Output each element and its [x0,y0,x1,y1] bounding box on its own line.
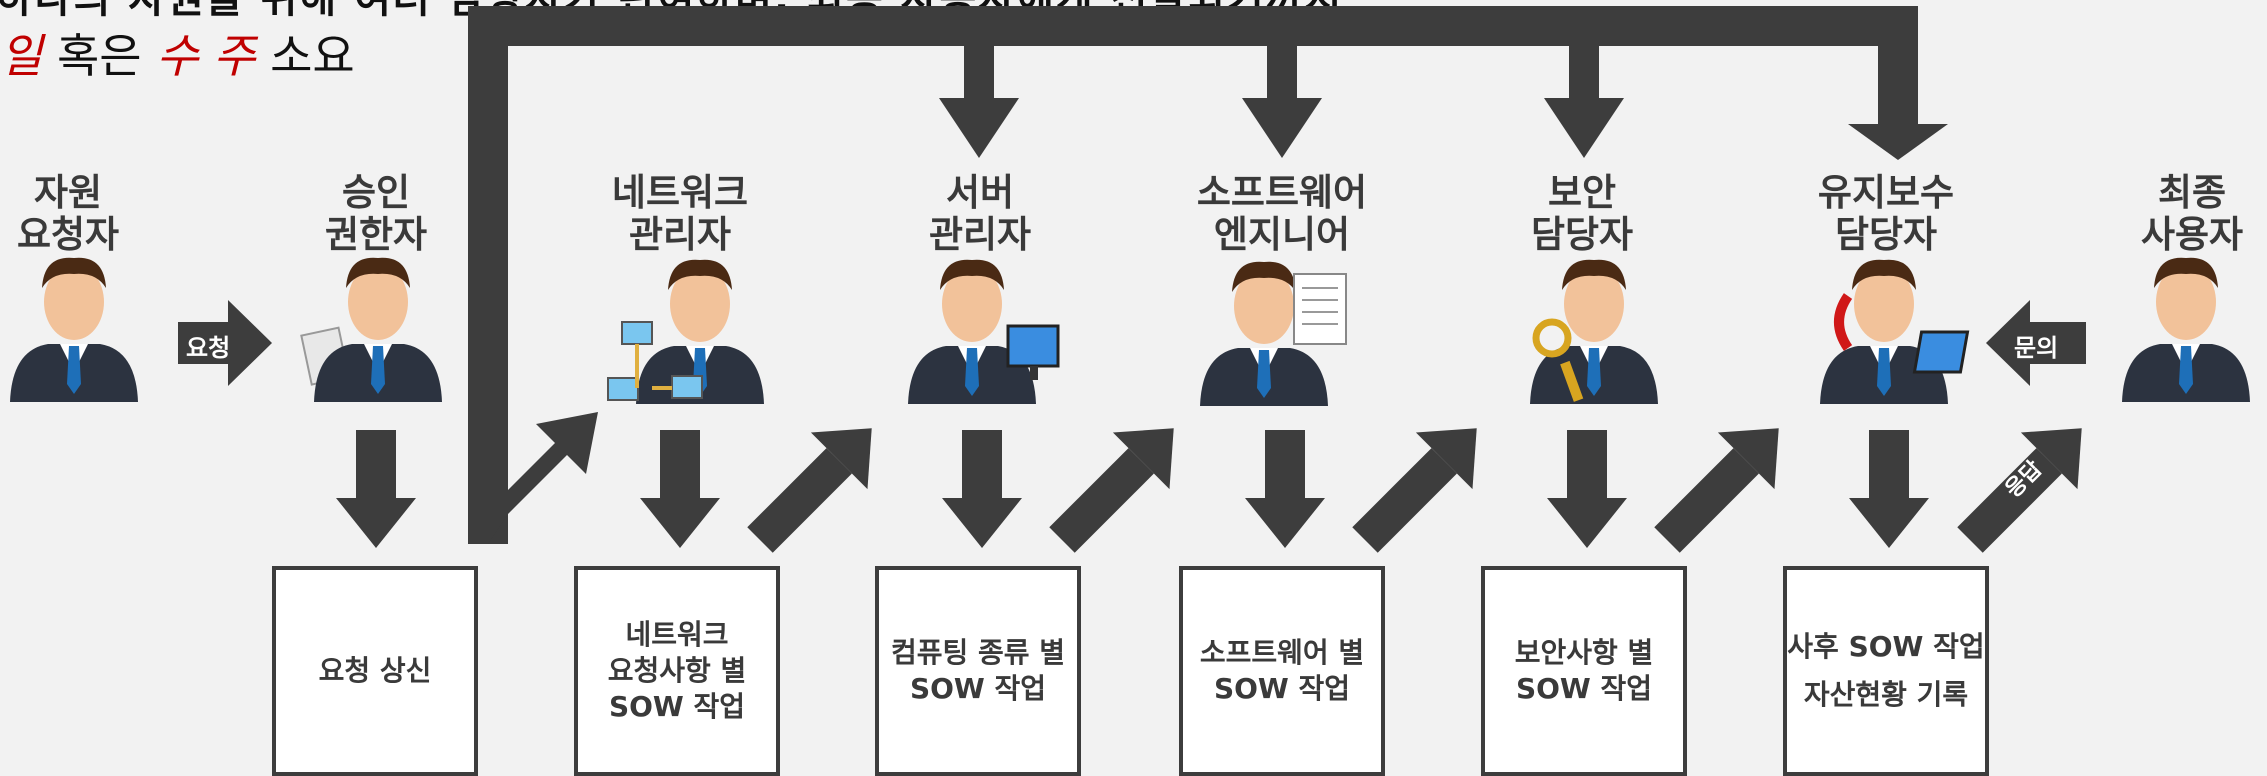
end-user-person-icon [2122,257,2250,402]
maintenance-person-icon [1820,259,1970,404]
role-requester-line1: 자원 [33,171,103,214]
bus-arrow-maintenance [1848,124,1948,160]
diag-arrow-1 [747,428,872,553]
role-end-user-line2: 사용자 [2140,213,2244,256]
down-arrow-maintenance [1849,430,1929,548]
diag-arrow-2 [1049,428,1174,553]
heading-takes-word: 소요 [270,29,355,83]
request-arrow-label: 요청 [186,334,231,362]
role-network-admin-line1: 네트워크 [611,171,749,214]
role-server-admin-line2: 관리자 [928,213,1032,256]
role-server-admin-line1: 서버 [945,171,1015,214]
role-network-admin-line2: 관리자 [628,213,732,256]
down-arrow-software [1245,430,1325,548]
role-requester-line2: 요청자 [16,213,120,256]
down-arrow-security [1547,430,1627,548]
approver-person-icon [300,257,442,402]
feedback-bus-top [468,6,1918,46]
task-box-software-sow-line1: 소프트웨어 별 [1199,636,1365,669]
task-box-network-sow-line2: 요청사항 별 [607,654,747,687]
network-admin-person-icon [607,259,764,404]
role-security-officer-line2: 담당자 [1530,213,1634,256]
request-arrow [178,300,272,386]
role-approver-line1: 승인 [341,171,411,214]
bus-arrow-server [939,46,1019,158]
diag-arrow-3 [1352,428,1477,553]
bus-arrow-software [1242,46,1322,158]
security-officer-person-icon [1530,259,1658,404]
bus-arrow-network [468,412,598,544]
task-box-request-submit: 요청 상신 [272,566,478,776]
software-engineer-person-icon [1200,261,1347,406]
server-admin-person-icon [908,259,1060,404]
task-box-security-sow-line2: SOW 작업 [1515,672,1653,705]
heading-weeks-word: 수 주 [156,29,256,83]
task-box-request-submit-line1: 요청 상신 [318,654,432,687]
task-box-post-sow-line2: 자산현황 기록 [1803,678,1969,711]
task-box-software-sow-line2: SOW 작업 [1213,672,1351,705]
task-box-computing-sow-line1: 컴퓨팅 종류 별 [890,636,1066,669]
bus-arrow-security [1544,46,1624,158]
down-arrow-network [640,430,720,548]
task-box-post-sow-line1: 사후 SOW 작업 [1787,630,1985,663]
task-box-network-sow-line3: SOW 작업 [608,690,746,723]
role-maintenance-line2: 담당자 [1834,213,1938,256]
diag-arrow-4 [1654,428,1779,553]
down-arrow-approver [336,430,416,548]
role-maintenance-line1: 유지보수 [1817,171,1955,214]
role-approver-line2: 권한자 [324,213,428,256]
task-box-security-sow-line1: 보안사항 별 [1514,636,1654,669]
heading-or-word: 혹은 [56,29,142,83]
diag-arrow-response [1957,428,2082,553]
role-end-user-line1: 최종 [2157,171,2227,214]
role-security-officer-line1: 보안 [1547,171,1617,214]
feedback-bus-right-drop [1878,6,1918,124]
down-arrow-server [942,430,1022,548]
role-software-engineer-line1: 소프트웨어 [1196,171,1368,214]
inquiry-arrow [1986,300,2086,386]
feedback-bus-vertical [468,6,508,544]
task-box-computing-sow-line2: SOW 작업 [909,672,1047,705]
requester-person-icon [10,257,138,402]
role-software-engineer-line2: 엔지니어 [1213,213,1351,256]
heading-line2: 일 혹은 수 주 소요 [0,20,355,86]
inquiry-arrow-label: 문의 [2014,334,2059,362]
task-box-network-sow-line1: 네트워크 [625,618,729,651]
heading-day-word: 일 [0,29,43,83]
